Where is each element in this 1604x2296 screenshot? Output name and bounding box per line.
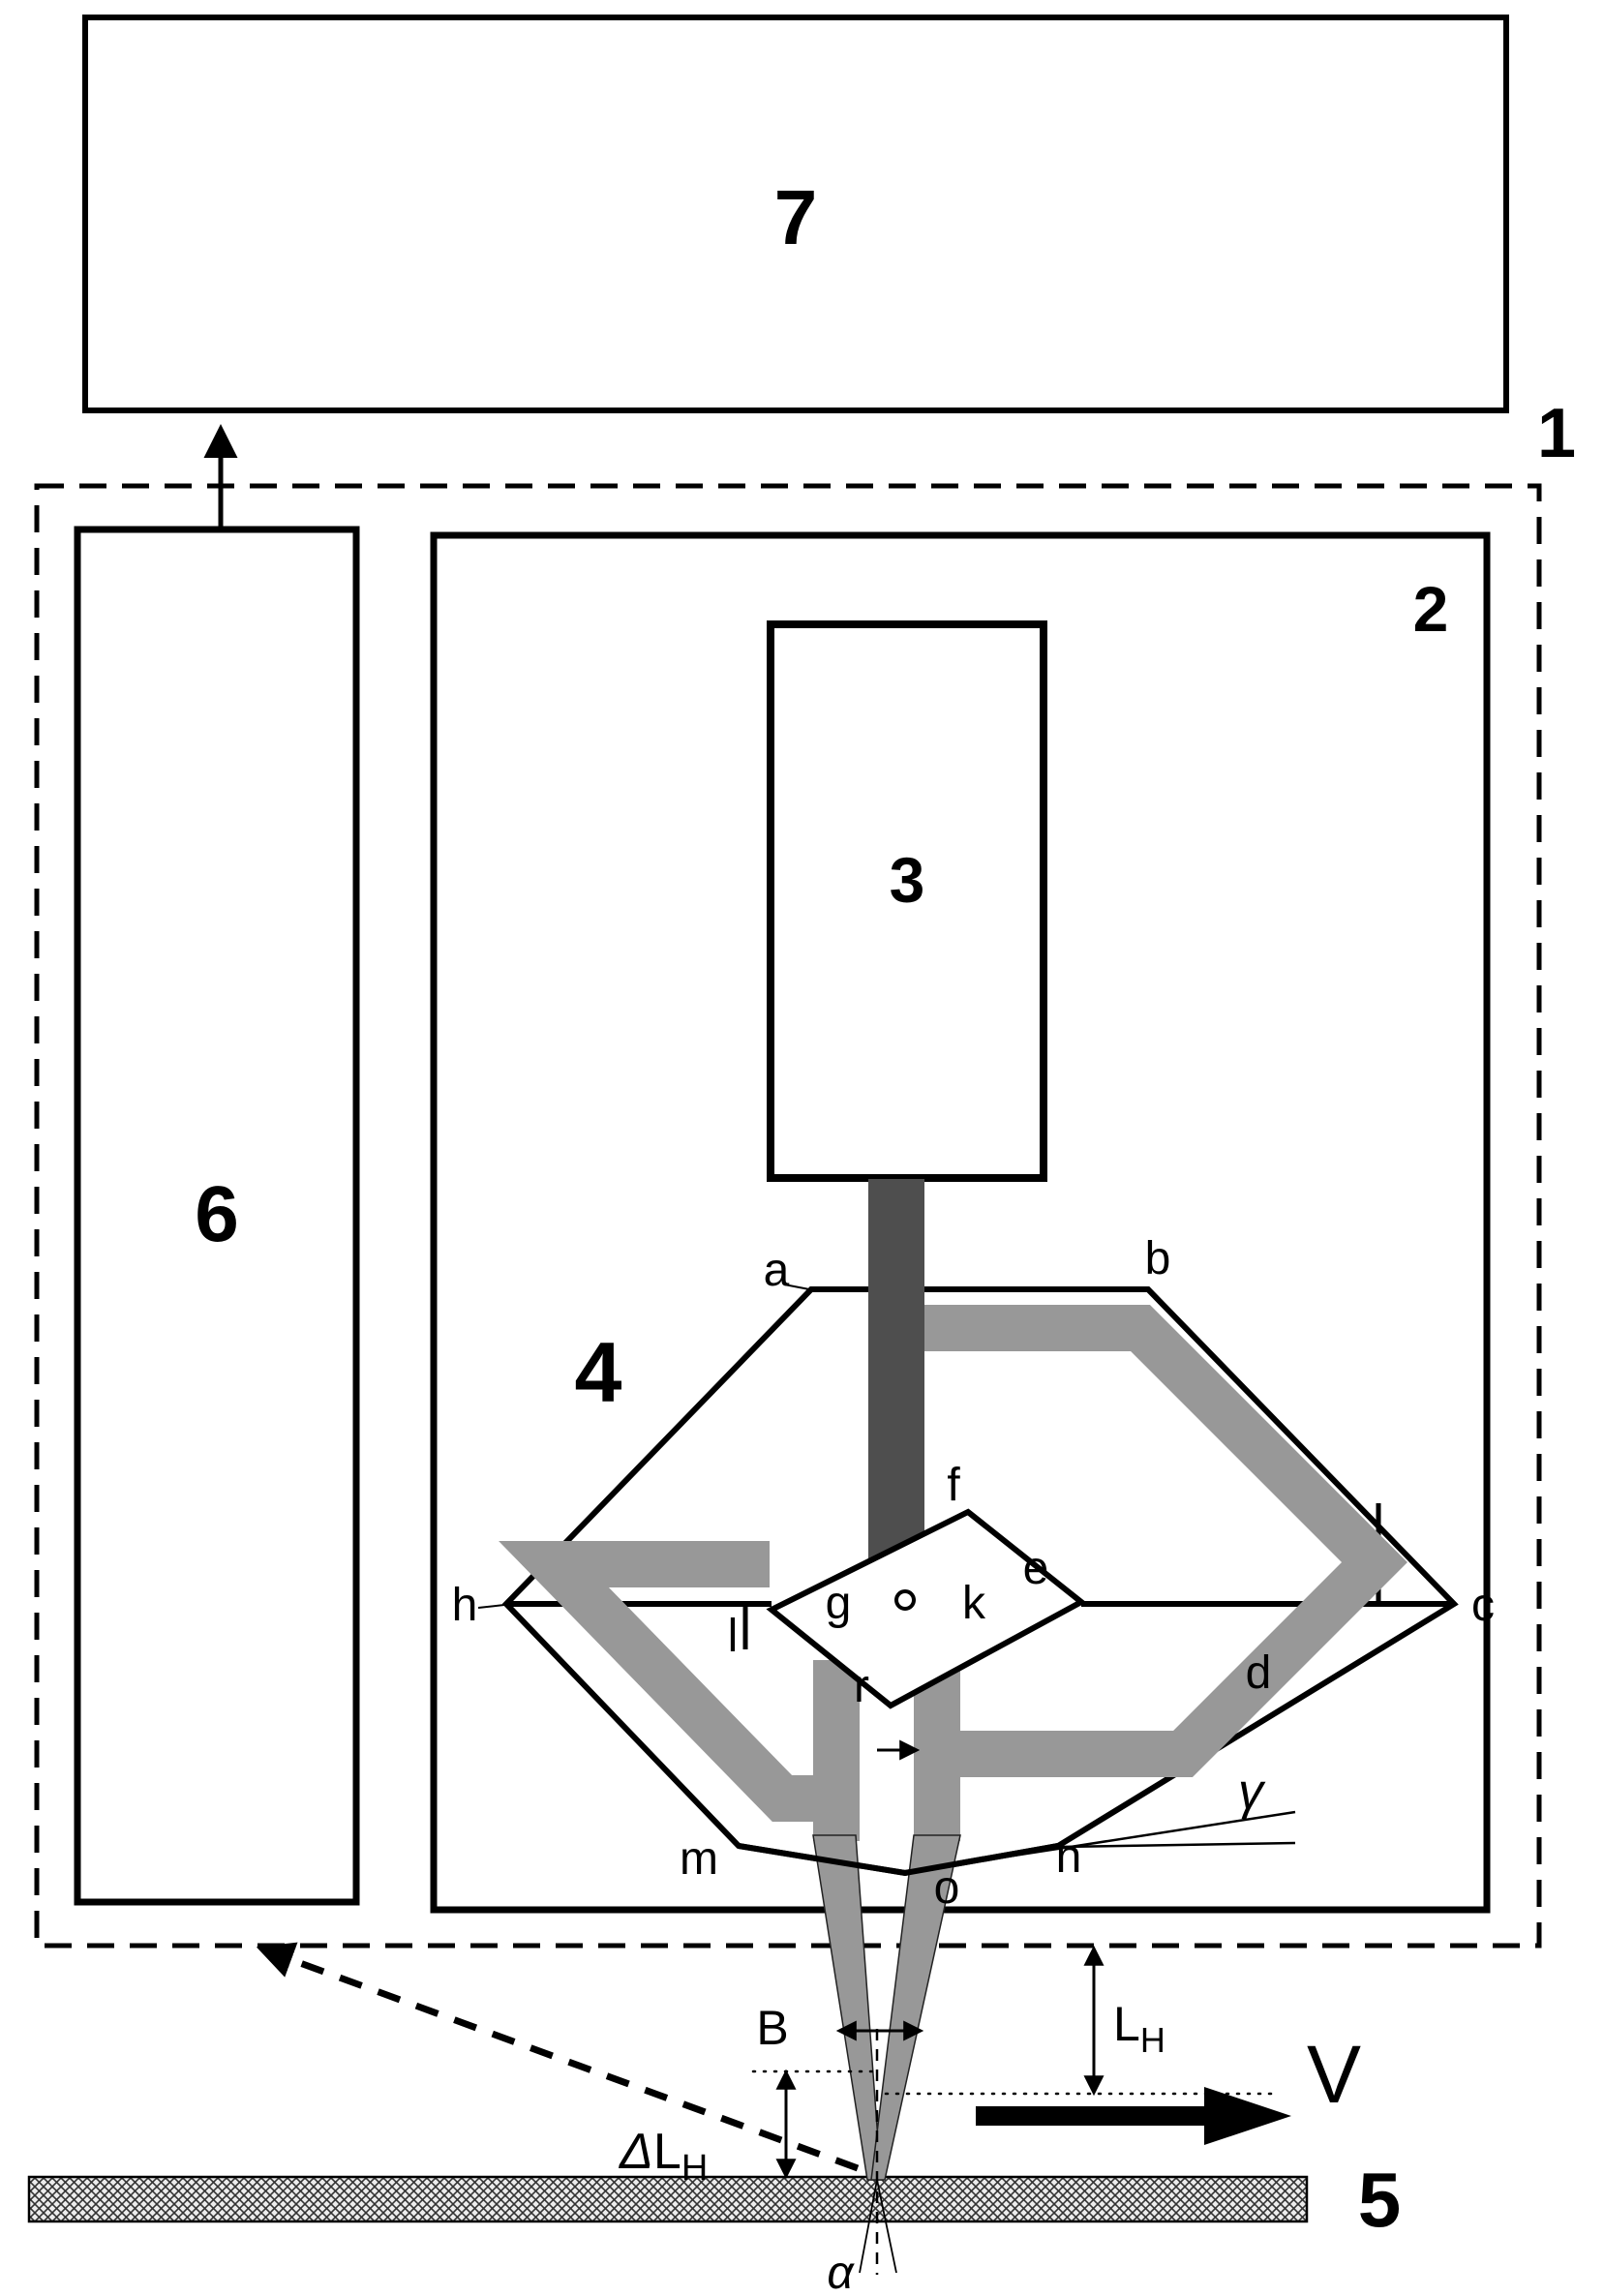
velocity-V-label: V xyxy=(1307,2029,1361,2120)
beam-splitter-inner-diamond xyxy=(766,1508,1087,1709)
block-6 xyxy=(74,526,360,1906)
LH-subscript: H xyxy=(1140,2020,1165,2060)
block-7-label: 7 xyxy=(774,174,818,260)
beam-connector-left xyxy=(813,1660,860,1798)
point-label-g: g xyxy=(826,1578,852,1629)
point-label-c: c xyxy=(1471,1580,1495,1631)
velocity-arrow-head xyxy=(1204,2087,1291,2145)
working-distance-LH-label: LH xyxy=(1113,1997,1165,2060)
alpha-ray-left xyxy=(859,2179,878,2274)
alpha-ray-right xyxy=(876,2179,897,2274)
beam-path-right xyxy=(914,1305,1407,1841)
point-label-k: k xyxy=(962,1578,986,1629)
alpha-label: α xyxy=(827,2248,855,2296)
surface-5 xyxy=(27,2175,1309,2223)
delta-LH-subscript: H xyxy=(681,2148,708,2189)
block-6-label: 6 xyxy=(195,1170,239,1258)
point-label-n: n xyxy=(1056,1831,1082,1883)
system-dashed-boundary xyxy=(34,483,1542,1949)
leader-h xyxy=(477,1604,505,1609)
delta-LH-main: L xyxy=(653,2124,681,2180)
prism-bottom-edge xyxy=(738,1843,1059,1877)
gamma-label: γ xyxy=(1238,1764,1266,1820)
gamma-angle-lines xyxy=(907,1810,1296,1874)
leader-a xyxy=(783,1284,810,1290)
point-label-e: e xyxy=(1023,1543,1049,1594)
block-7 xyxy=(82,15,1509,413)
gamma-line-edge-extension xyxy=(907,1810,1296,1874)
point-label-b: b xyxy=(1145,1233,1171,1284)
input-beam xyxy=(868,1179,924,1563)
block-3-label: 3 xyxy=(890,844,925,916)
beam-separation-B-label: B xyxy=(756,2001,788,2055)
LH-main: L xyxy=(1113,1997,1140,2051)
velocity-arrow-shaft xyxy=(976,2106,1204,2126)
velocity-arrow xyxy=(976,2087,1291,2145)
delta-LH-label: ΔLH xyxy=(618,2124,708,2189)
block-2-label: 2 xyxy=(1413,573,1449,645)
prism-4-label: 4 xyxy=(575,1324,622,1420)
converging-beam-right xyxy=(870,1834,961,2181)
label-1: 1 xyxy=(1537,395,1576,472)
delta-symbol: Δ xyxy=(618,2124,653,2180)
point-label-l: l xyxy=(728,1611,739,1662)
point-label-o: o xyxy=(934,1862,960,1914)
point-label-r: r xyxy=(854,1661,869,1712)
surface-5-label: 5 xyxy=(1358,2157,1402,2243)
center-reference-circle xyxy=(894,1589,916,1611)
feedback-dashed-arrow xyxy=(256,1942,860,2172)
block-3 xyxy=(767,620,1047,1182)
gamma-line-horizontal xyxy=(1059,1841,1296,1849)
beam-path-left xyxy=(499,1541,860,1841)
point-label-h: h xyxy=(452,1580,478,1631)
prism-assembly xyxy=(499,1179,1459,1877)
point-label-f: f xyxy=(947,1460,960,1511)
point-label-m: m xyxy=(680,1833,718,1885)
point-label-d: d xyxy=(1246,1647,1272,1699)
point-label-a: a xyxy=(764,1245,790,1296)
